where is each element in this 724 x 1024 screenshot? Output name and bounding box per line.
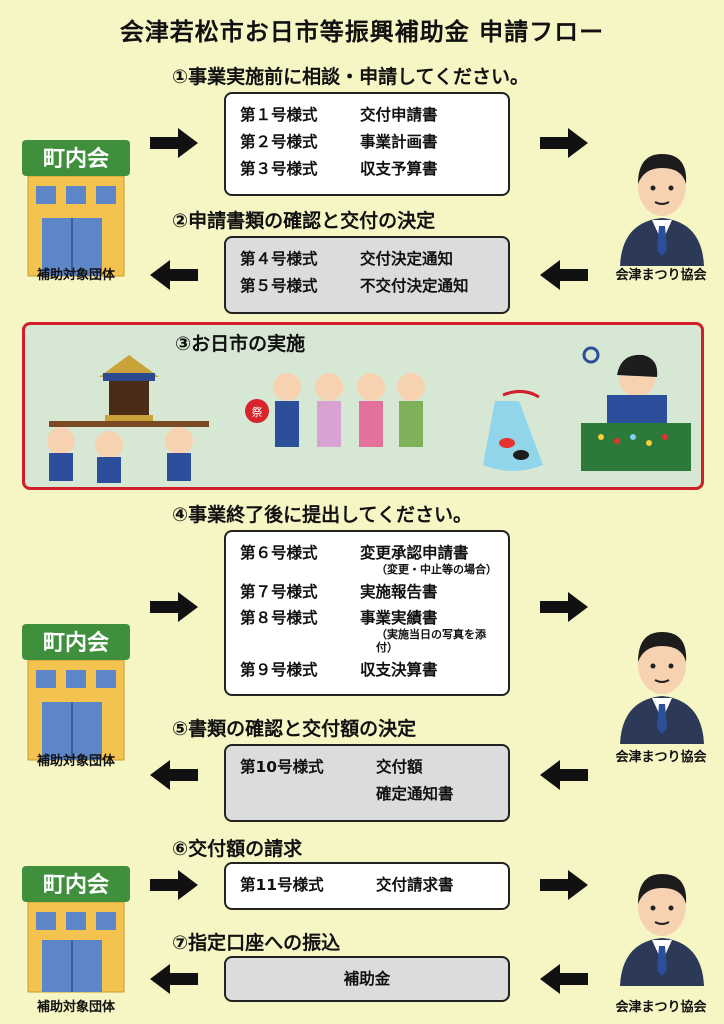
form-row: 第６号様式変更承認申請書 xyxy=(240,544,469,562)
form-note: （実施当日の写真を添付） xyxy=(376,628,486,654)
association-person-icon xyxy=(620,632,704,744)
town-building-icon: 町内会 xyxy=(22,624,130,761)
form-row: 第５号様式不交付決定通知 xyxy=(240,277,469,295)
step-1-heading: ①事業実施前に相談・申請してください。 xyxy=(172,66,529,88)
form-row: 第３号様式収支予算書 xyxy=(240,160,438,178)
town-building-icon: 町内会 xyxy=(22,140,130,277)
step-6-heading: ⑥交付額の請求 xyxy=(172,838,303,860)
form-row: 第10号様式交付額 xyxy=(240,758,423,776)
form-row: 第４号様式交付決定通知 xyxy=(240,250,454,268)
association-label: 会津まつり協会 xyxy=(615,268,707,283)
svg-text:祭: 祭 xyxy=(252,406,263,419)
forms-box-1: 第１号様式交付申請書 第２号様式事業計画書 第３号様式収支予算書 xyxy=(224,92,510,196)
form-row: 確定通知書 xyxy=(376,785,454,803)
arrow-left-icon xyxy=(540,760,588,790)
form-row: 第９号様式収支決算書 xyxy=(240,661,438,679)
org-label: 補助対象団体 xyxy=(36,754,115,769)
form-note: （変更・中止等の場合） xyxy=(376,563,497,576)
svg-text:町内会: 町内会 xyxy=(43,146,109,172)
forms-box-2: 第４号様式交付決定通知 第５号様式不交付決定通知 xyxy=(224,236,510,314)
children-yukata-icon: 祭 xyxy=(245,373,425,447)
arrow-right-icon xyxy=(540,870,588,900)
arrow-left-icon xyxy=(150,964,198,994)
association-person-icon xyxy=(620,154,704,266)
step-7-heading: ⑦指定口座への振込 xyxy=(172,932,341,954)
form-row: 第11号様式交付請求書 xyxy=(240,876,454,894)
svg-text:町内会: 町内会 xyxy=(43,630,109,656)
form-row: 第２号様式事業計画書 xyxy=(240,133,438,151)
arrow-left-icon xyxy=(540,964,588,994)
step-4-heading: ④事業終了後に提出してください。 xyxy=(172,504,472,526)
forms-box-4: 第６号様式変更承認申請書 （変更・中止等の場合） 第７号様式実施報告書 第８号様… xyxy=(224,530,510,696)
org-label: 補助対象団体 xyxy=(36,268,115,283)
form-row: 第７号様式実施報告書 xyxy=(240,583,438,601)
forms-box-6: 第11号様式交付請求書 xyxy=(224,862,510,910)
association-label: 会津まつり協会 xyxy=(615,1000,707,1015)
forms-box-7: 補助金 xyxy=(224,956,510,1002)
arrow-right-icon xyxy=(540,592,588,622)
step-5-heading: ⑤書類の確認と交付額の決定 xyxy=(172,718,417,740)
association-label: 会津まつり協会 xyxy=(615,750,707,765)
festival-vendor-icon xyxy=(581,346,691,471)
step-2-heading: ②申請書類の確認と交付の決定 xyxy=(172,210,436,232)
svg-text:町内会: 町内会 xyxy=(43,872,109,898)
arrow-left-icon xyxy=(540,260,588,290)
arrow-right-icon xyxy=(540,128,588,158)
arrow-right-icon xyxy=(150,592,198,622)
subsidy-label: 補助金 xyxy=(343,970,391,988)
mikoshi-icon xyxy=(47,355,209,483)
page-title: 会津若松市お日市等振興補助金 申請フロー xyxy=(119,18,605,46)
step-3-heading: ③お日市の実施 xyxy=(175,333,306,355)
festival-panel: ③お日市の実施 祭 xyxy=(22,322,704,490)
arrow-right-icon xyxy=(150,870,198,900)
form-row: 第８号様式事業実績書 xyxy=(240,609,438,627)
town-building-icon: 町内会 xyxy=(22,866,130,993)
org-label: 補助対象団体 xyxy=(36,1000,115,1015)
forms-box-5: 第10号様式交付額 確定通知書 xyxy=(224,744,510,822)
arrow-left-icon xyxy=(150,760,198,790)
arrow-left-icon xyxy=(150,260,198,290)
association-person-icon xyxy=(620,874,704,986)
arrow-right-icon xyxy=(150,128,198,158)
goldfish-bag-icon xyxy=(483,390,543,471)
form-row: 第１号様式交付申請書 xyxy=(240,106,438,124)
